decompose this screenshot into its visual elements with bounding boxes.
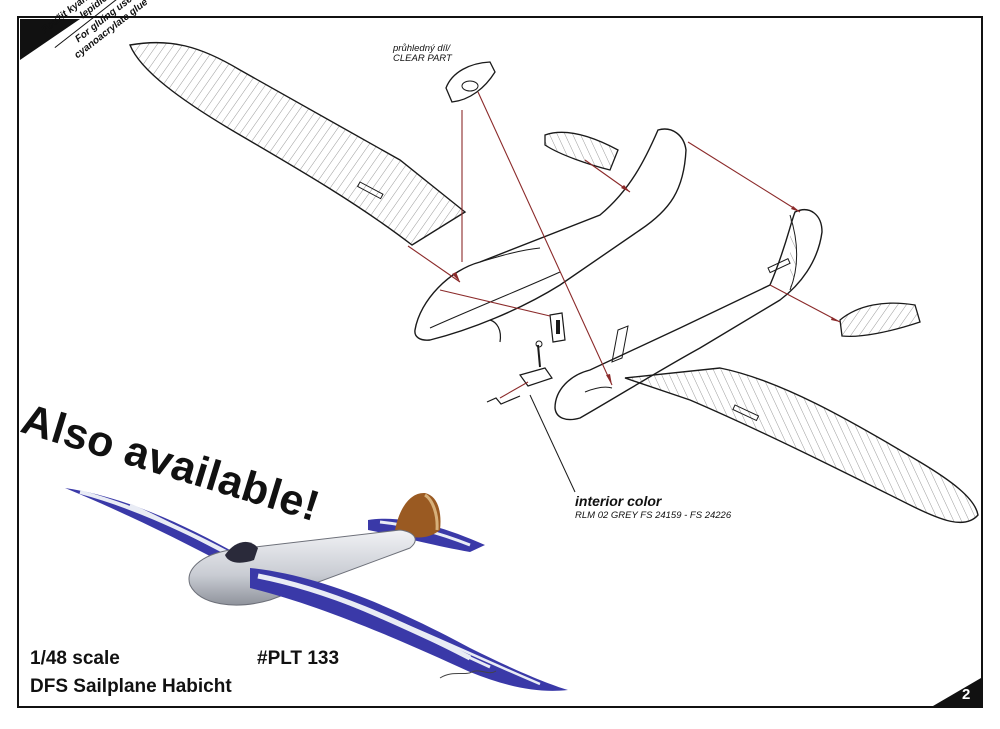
left-wing bbox=[129, 41, 467, 246]
page-frame bbox=[17, 16, 983, 708]
arrow-seat bbox=[439, 289, 551, 317]
arrow-left-wing bbox=[407, 245, 461, 283]
interior-color-note: interior color RLM 02 GREY FS 24159 - FS… bbox=[575, 493, 732, 522]
glider-illustration bbox=[65, 488, 568, 691]
fuselage-right-half bbox=[554, 209, 823, 421]
clear-part-czech: průhledný díl/ bbox=[393, 43, 451, 54]
clear-part-label: průhledný díl/ CLEAR PART bbox=[393, 43, 452, 65]
page-number: 2 bbox=[962, 686, 971, 703]
left-tailplane bbox=[544, 131, 619, 171]
corner-triangle-bottom-right bbox=[933, 678, 981, 706]
interior-color-leader bbox=[529, 394, 576, 493]
arrow-canopy-right bbox=[477, 91, 613, 386]
promo-scale: 1/48 scale bbox=[30, 648, 120, 669]
assembly-arrows bbox=[407, 91, 841, 399]
right-tailplane bbox=[839, 302, 921, 338]
interior-color-spec: RLM 02 GREY FS 24159 - FS 24226 bbox=[575, 510, 732, 522]
arrow-heads bbox=[452, 185, 840, 385]
canopy-clear-part bbox=[445, 61, 496, 103]
arrow-fuselage-join bbox=[687, 141, 801, 213]
right-wing bbox=[624, 367, 979, 524]
arrow-pedals bbox=[499, 381, 529, 399]
interior-color-heading: interior color bbox=[575, 493, 662, 509]
fuselage-left-half bbox=[414, 128, 687, 343]
seat-parts bbox=[486, 312, 566, 405]
promo-kit-code: #PLT 133 bbox=[257, 648, 340, 669]
promo-model-name: DFS Sailplane Habicht bbox=[30, 676, 232, 697]
clear-part-english: CLEAR PART bbox=[393, 53, 452, 65]
arrow-right-tail bbox=[769, 284, 841, 323]
corner-triangle-top-left bbox=[20, 19, 80, 60]
